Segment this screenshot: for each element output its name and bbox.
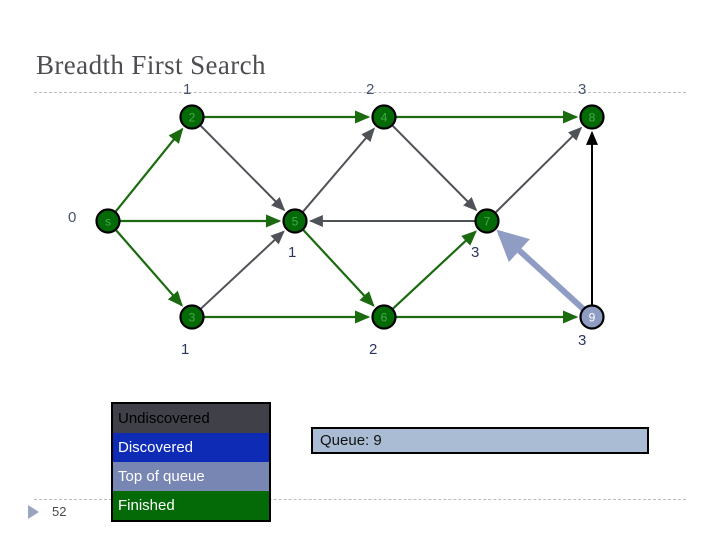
graph-edge-5-4 (299, 127, 375, 216)
graph-node-label-7: 7 (484, 215, 491, 229)
graph-node-s[interactable] (95, 208, 121, 234)
graph-node-label-9: 9 (589, 311, 596, 325)
graph-node-label-5: 5 (292, 215, 299, 229)
legend-box: Undiscovered Discovered Top of queue Fin… (111, 402, 271, 522)
top-divider (34, 92, 686, 93)
graph-distance-label-6: 2 (369, 341, 377, 358)
graph-node-label-3: 3 (189, 311, 196, 325)
graph-node-label-2: 2 (189, 111, 196, 125)
slide-number: 52 (52, 504, 67, 519)
graph-node-2[interactable] (179, 104, 205, 130)
legend-item-discovered: Discovered (113, 433, 269, 462)
graph-edge-3-5 (197, 230, 285, 312)
graph-distance-label-7: 3 (471, 244, 479, 261)
graph-distance-label-5: 1 (288, 244, 296, 261)
graph-edge-s-2 (112, 127, 184, 216)
bottom-divider (34, 499, 686, 500)
graph-distance-label-3: 1 (181, 341, 189, 358)
legend-item-undiscovered: Undiscovered (113, 404, 269, 433)
node-layer: s 2 3 5 4 6 7 8 9 (95, 104, 605, 330)
graph-edge-2-5 (197, 122, 286, 212)
graph-node-8[interactable] (579, 104, 605, 130)
graph-distance-label-9: 3 (578, 332, 586, 349)
graph-edge-5-6 (299, 226, 375, 307)
label-layer: 1 1 2 3 3 0 1 2 3 (68, 81, 586, 358)
graph-edge-s-3 (112, 226, 183, 307)
graph-node-5[interactable] (282, 208, 308, 234)
graph-node-label-4: 4 (381, 111, 388, 125)
graph-node-6[interactable] (371, 304, 397, 330)
play-triangle-icon[interactable] (28, 505, 39, 519)
legend-item-finished: Finished (113, 491, 269, 520)
graph-node-3[interactable] (179, 304, 205, 330)
page-title: Breadth First Search (36, 50, 266, 80)
graph-edge-9-7 (496, 229, 587, 313)
graph-node-label-s: s (105, 215, 111, 229)
bfs-level-label-0: 0 (68, 209, 76, 226)
graph-node-label-6: 6 (381, 311, 388, 325)
bfs-level-label-3: 3 (578, 81, 586, 98)
graph-node-label-8: 8 (589, 111, 596, 125)
graph-node-7[interactable] (474, 208, 500, 234)
graph-edge-6-7 (389, 230, 477, 313)
graph-node-9[interactable] (579, 304, 605, 330)
bfs-level-label-1: 1 (183, 81, 191, 98)
graph-edge-4-7 (389, 122, 478, 212)
bfs-level-label-2: 2 (366, 81, 374, 98)
queue-status-box: Queue: 9 (311, 427, 649, 454)
edge-layer (112, 110, 598, 324)
graph-node-4[interactable] (371, 104, 397, 130)
legend-item-top-of-queue: Top of queue (113, 462, 269, 491)
graph-edge-7-8 (492, 126, 583, 216)
